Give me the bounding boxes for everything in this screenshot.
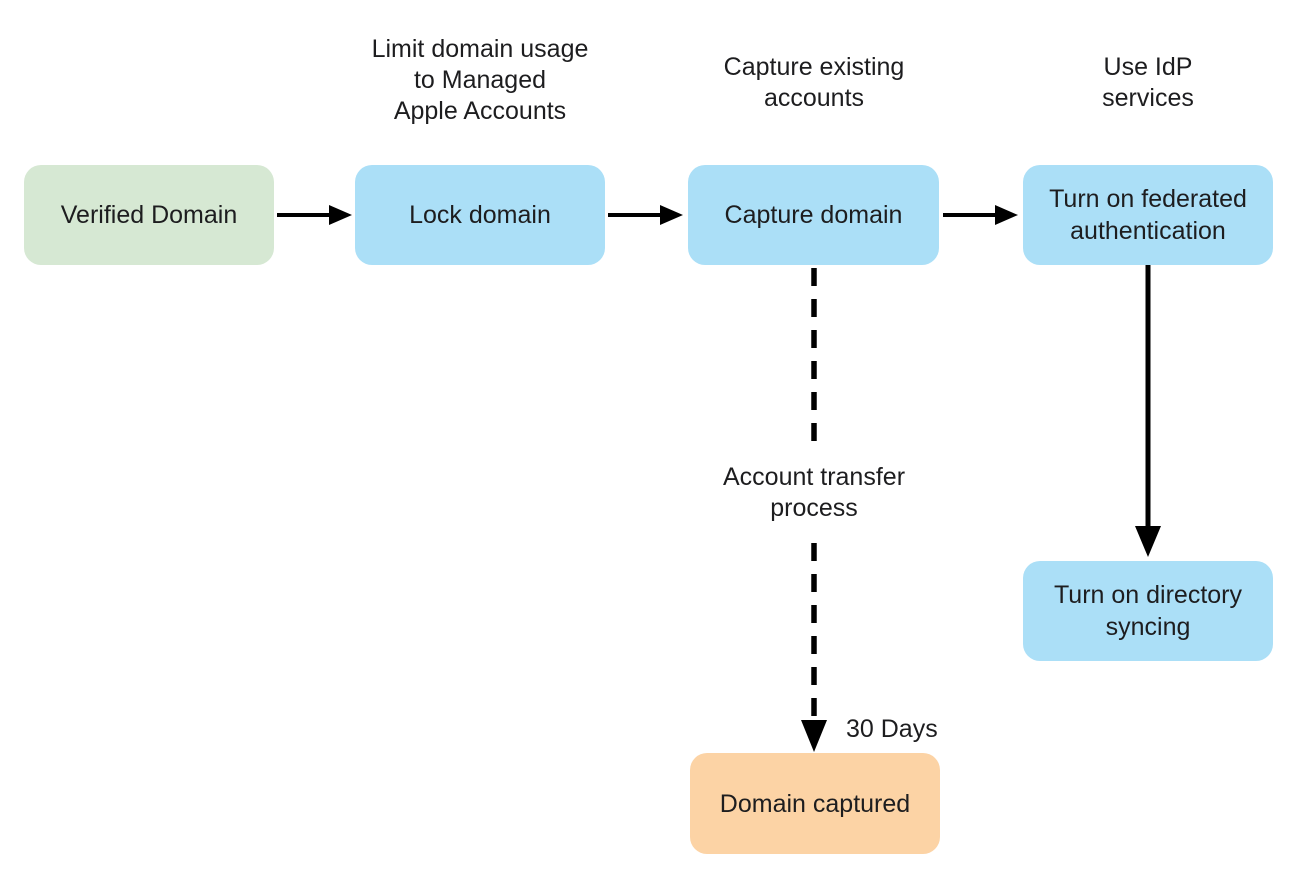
- arrow-lock-to-capture: [608, 205, 683, 225]
- annotation-account-transfer-process: Account transfer process: [722, 463, 906, 522]
- node-turn-on-federated-authentication: Turn on federated authentication: [1023, 165, 1273, 265]
- node-domain-captured: Domain captured: [690, 753, 940, 854]
- annotation-use-idp-services: Use IdP services: [1102, 53, 1194, 112]
- node-capture-domain: Capture domain: [688, 165, 939, 265]
- annotation-limit-domain-usage: Limit domain usage to Managed Apple Acco…: [371, 35, 589, 125]
- annotation-capture-existing-accounts: Capture existing accounts: [723, 53, 905, 112]
- node-turn-on-directory-syncing: Turn on directory syncing: [1023, 561, 1273, 661]
- arrow-capture-to-captured-dashed: [801, 268, 827, 752]
- arrow-verified-to-lock: [277, 205, 352, 225]
- node-verified-domain: Verified Domain: [24, 165, 274, 265]
- annotation-30-days: 30 Days: [846, 715, 938, 743]
- arrow-federated-to-syncing: [1135, 265, 1161, 557]
- node-lock-domain: Lock domain: [355, 165, 605, 265]
- arrow-capture-to-federated: [943, 205, 1018, 225]
